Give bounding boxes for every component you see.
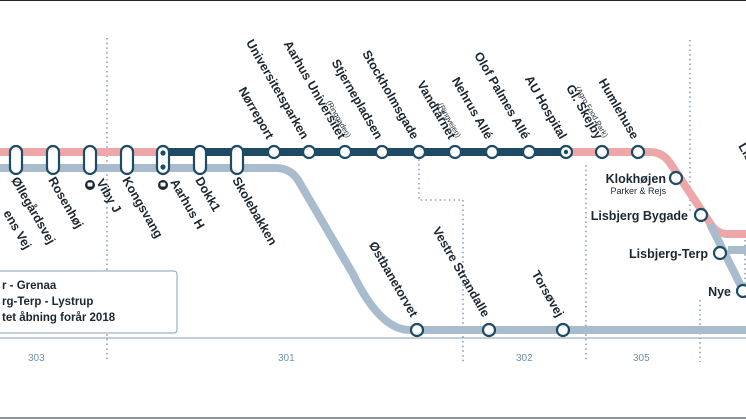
station-label-vestre-strandalle: Vestre Strandalle — [430, 225, 493, 320]
gray-line — [0, 164, 746, 334]
station-marker-klokhojen — [668, 170, 684, 186]
pink-line — [0, 148, 746, 238]
station-marker-kongsvang — [119, 144, 135, 176]
station-marker-vandtarnet — [447, 144, 463, 160]
station-marker-dokk1 — [192, 144, 208, 176]
station-marker-ostbanetorvet — [409, 322, 425, 338]
station-marker-olof-palmes-alle — [521, 144, 537, 160]
legend-line-2: rg-Terp - Lystrup — [2, 296, 93, 308]
station-label-viby-j: Viby J — [93, 177, 123, 216]
station-marker-skolebakken — [229, 144, 245, 176]
zone-divider-301-302 — [418, 150, 464, 362]
station-marker-bellegaardsvej — [45, 144, 61, 176]
legend-line-1: r - Grenaa — [2, 280, 57, 292]
au-hospital-inner-dot — [563, 149, 569, 155]
station-label-norreport: Nørreport — [236, 85, 277, 143]
station-marker-humlehuse — [630, 144, 646, 160]
train-connection-icon-aarhus-h — [158, 180, 168, 190]
zone-label-301: 301 — [278, 353, 295, 364]
station-sublabel-klokhojen: Parker & Rejs — [610, 186, 666, 196]
station-label-lisbjerg-bygade: Lisbjerg Bygade — [591, 209, 688, 223]
station-marker-lisbjerg-terp — [712, 245, 728, 261]
station-marker-stockholmsgade — [411, 144, 427, 160]
station-label-rosenhoj: Rosenhøj — [45, 175, 86, 231]
legend-box — [0, 270, 178, 334]
zone-label-302: 302 — [516, 353, 533, 364]
zone-label-303: 303 — [28, 353, 45, 364]
capsule-stations — [8, 144, 245, 176]
aarhus-h-dot-top — [160, 150, 166, 156]
station-marker-rosenhoj — [82, 144, 98, 176]
station-marker-universitetsparken — [301, 144, 317, 160]
zone-label-305: 305 — [633, 353, 650, 364]
station-label-nye: Nye — [708, 285, 731, 299]
station-marker-norreport — [266, 144, 282, 160]
circle-stations — [266, 144, 746, 338]
train-connection-icon-viby-j — [85, 180, 95, 190]
station-marker-lisbjerg-bygade — [693, 207, 709, 223]
station-marker-left-edge — [8, 144, 24, 176]
station-marker-vestre-strandalle — [481, 322, 497, 338]
station-label-lisbjerg-terp: Lisbjerg-Terp — [629, 247, 708, 261]
station-label-torsovej: Torsøvej — [529, 268, 567, 319]
station-label-skolebakken: Skolebakken — [229, 175, 279, 248]
aarhus-h-dot-bottom — [160, 164, 166, 170]
station-marker-stjernepladsen — [374, 144, 390, 160]
station-label-klokhojen: Klokhøjen — [606, 172, 666, 186]
station-label-partial-right: Lis — [735, 141, 746, 164]
station-marker-aarhus-universitet — [337, 144, 353, 160]
station-marker-aarhus-h — [155, 144, 171, 176]
gray-line-branch — [706, 222, 746, 294]
station-marker-torsovej — [555, 322, 571, 338]
station-marker-gl-skejby — [594, 144, 610, 160]
legend-line-3: tet åbning forår 2018 — [2, 312, 116, 324]
station-marker-nehrus-alle — [484, 144, 500, 160]
station-marker-nye — [735, 283, 746, 299]
